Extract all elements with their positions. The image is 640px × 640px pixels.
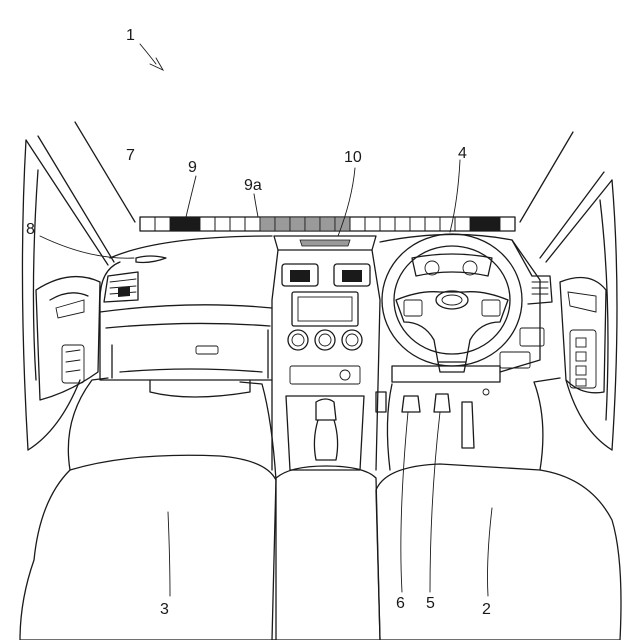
- display-segment: [260, 217, 275, 231]
- passenger-seat: [20, 378, 276, 640]
- label-steering-wheel: 4: [458, 145, 467, 162]
- label-display-bar: 9: [188, 159, 197, 176]
- display-segment: [365, 217, 380, 231]
- display-segment: [215, 217, 230, 231]
- display-segment: [320, 217, 335, 231]
- label-brake-pedal: 6: [396, 595, 405, 612]
- label-display-segment: 9a: [244, 177, 262, 194]
- display-segment: [140, 217, 155, 231]
- display-segment: [290, 217, 305, 231]
- display-segment: [500, 217, 515, 231]
- display-segment: [380, 217, 395, 231]
- label-passenger-seat: 3: [160, 601, 169, 618]
- center-armrest: [272, 466, 380, 640]
- display-segment: [410, 217, 425, 231]
- display-segment: [230, 217, 245, 231]
- display-segment: [350, 217, 365, 231]
- label-driver-seat: 2: [482, 601, 491, 618]
- reference-labels: 1 7 9 9a 10 4 8 3 6 5 2: [26, 27, 491, 618]
- label-dashboard: 8: [26, 221, 35, 238]
- display-bar: [140, 217, 515, 231]
- dashboard: [100, 236, 272, 397]
- pedal-area: [376, 366, 500, 448]
- display-segment: [470, 217, 485, 231]
- leader-lines: [40, 44, 492, 596]
- steering-wheel: [382, 234, 522, 372]
- display-segment: [455, 217, 470, 231]
- label-windshield: 7: [126, 147, 135, 164]
- display-bar-segments: [140, 217, 515, 231]
- display-segment: [275, 217, 290, 231]
- passenger-air-vent: [104, 256, 166, 302]
- left-door: [22, 140, 100, 450]
- accelerator-pedal: [434, 394, 450, 412]
- display-segment: [305, 217, 320, 231]
- display-segment: [485, 217, 500, 231]
- label-vehicle: 1: [126, 27, 135, 44]
- brake-pedal: [402, 396, 420, 412]
- display-segment: [170, 217, 185, 231]
- display-segment: [185, 217, 200, 231]
- display-segment: [155, 217, 170, 231]
- label-center-console: 10: [344, 149, 362, 166]
- display-segment: [245, 217, 260, 231]
- display-segment: [395, 217, 410, 231]
- center-console: [272, 236, 380, 470]
- display-segment: [200, 217, 215, 231]
- driver-seat: [376, 378, 621, 640]
- display-segment: [425, 217, 440, 231]
- label-accelerator-pedal: 5: [426, 595, 435, 612]
